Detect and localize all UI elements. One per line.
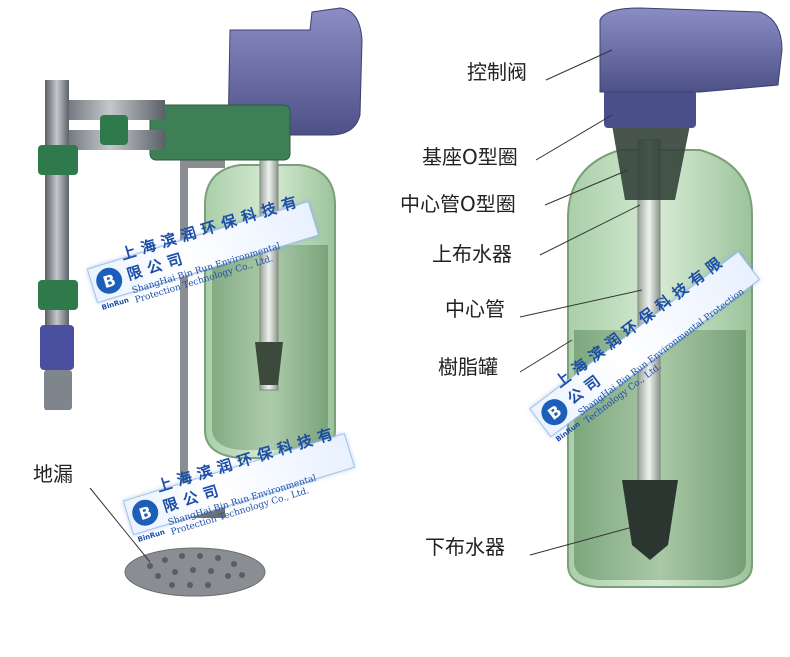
label-lower-distributor: 下布水器 [425, 535, 505, 559]
right-control-valve [599, 7, 783, 93]
watermark-logo-icon: B [128, 496, 162, 529]
right-assembly [567, 7, 783, 588]
inlet-end [44, 370, 72, 410]
drain-line-top [180, 160, 225, 168]
inlet-fitting-2 [38, 280, 78, 310]
bypass-pipe-horizontal [55, 100, 165, 120]
left-control-valve [227, 7, 363, 136]
right-upper-distributor [612, 125, 690, 200]
inlet-fitting [38, 145, 78, 175]
floor-drain-holes [147, 553, 245, 588]
left-valve-body [149, 104, 291, 161]
left-lower-distributor [255, 342, 283, 385]
watermark-logo-icon: B [536, 393, 573, 431]
drain-line [180, 160, 188, 515]
label-center-tube-oring: 中心管O型圈 [400, 192, 516, 216]
label-floor-drain: 地漏 [33, 462, 73, 486]
watermark-logo-icon: B [92, 264, 126, 297]
label-control-valve: 控制阀 [467, 60, 527, 84]
right-lower-distributor [622, 480, 678, 560]
label-center-tube: 中心管 [445, 297, 505, 321]
label-resin-tank: 樹脂罐 [438, 355, 498, 379]
bypass-fitting [100, 115, 128, 145]
right-base-oring [604, 90, 696, 128]
inlet-union [40, 325, 74, 370]
label-upper-distributor: 上布水器 [432, 242, 512, 266]
label-base-oring: 基座O型圈 [422, 145, 518, 169]
leader-lines [89, 49, 643, 563]
